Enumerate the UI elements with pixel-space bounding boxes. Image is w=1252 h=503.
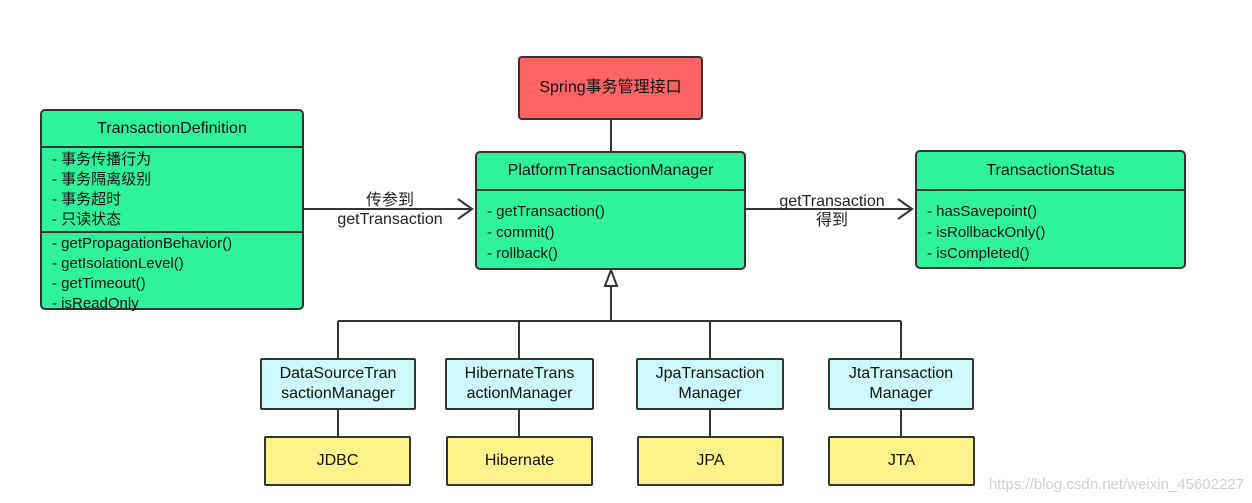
manager-method: - getTransaction() xyxy=(487,203,605,220)
definition-attribute: - 只读状态 xyxy=(52,211,122,228)
definition-attribute: - 事务传播行为 xyxy=(52,151,152,168)
impl-label-line1: JtaTransaction xyxy=(848,365,954,382)
status-method: - isCompleted() xyxy=(927,245,1030,262)
definition-method: - isReadOnly xyxy=(52,295,139,312)
edge-label-left-line1: 传参到 xyxy=(365,192,414,209)
spring-interface-label: Spring事务管理接口 xyxy=(539,79,682,96)
edge-label-right-line2: 得到 xyxy=(815,212,848,229)
transaction-definition-methods: - getPropagationBehavior() - getIsolatio… xyxy=(42,233,302,314)
edge-label-right: getTransaction 得到 xyxy=(762,192,902,230)
impl-label-line1: DataSourceTran xyxy=(279,365,397,382)
impl-label-line2: actionManager xyxy=(466,385,573,402)
tech-box-jdbc: JDBC xyxy=(264,436,411,486)
definition-method: - getPropagationBehavior() xyxy=(52,235,233,252)
definition-method: - getTimeout() xyxy=(52,275,146,292)
definition-method: - getIsolationLevel() xyxy=(52,255,184,272)
transaction-status-title-text: TransactionStatus xyxy=(986,162,1115,179)
impl-box-hibernate: HibernateTrans actionManager xyxy=(445,358,594,410)
tech-box-jta: JTA xyxy=(828,436,975,486)
manager-method: - rollback() xyxy=(487,245,558,262)
tech-box-jpa: JPA xyxy=(637,436,784,486)
transaction-status-box: TransactionStatus - hasSavepoint() - isR… xyxy=(915,150,1186,269)
transaction-status-title: TransactionStatus xyxy=(917,152,1184,191)
impl-label-line2: Manager xyxy=(869,385,933,402)
tech-label: JPA xyxy=(696,452,725,469)
platform-transaction-manager-methods: - getTransaction() - commit() - rollback… xyxy=(477,191,744,264)
status-method: - isRollbackOnly() xyxy=(927,224,1046,241)
platform-transaction-manager-title-text: PlatformTransactionManager xyxy=(507,162,714,179)
manager-to-status-arrowhead xyxy=(897,198,914,220)
tech-label: Hibernate xyxy=(484,452,555,469)
transaction-definition-box: TransactionDefinition - 事务传播行为 - 事务隔离级别 … xyxy=(40,109,304,312)
definition-attribute: - 事务超时 xyxy=(52,191,122,208)
impl-label-line1: HibernateTrans xyxy=(464,365,575,382)
tech-label: JTA xyxy=(887,452,916,469)
transaction-definition-title-text: TransactionDefinition xyxy=(97,120,247,137)
transaction-definition-title: TransactionDefinition xyxy=(42,111,302,148)
definition-to-manager-arrowhead xyxy=(457,198,474,220)
transaction-status-methods: - hasSavepoint() - isRollbackOnly() - is… xyxy=(917,191,1184,264)
impl-label-line2: sactionManager xyxy=(281,385,395,402)
impl-label-line2: Manager xyxy=(678,385,742,402)
platform-transaction-manager-title: PlatformTransactionManager xyxy=(477,153,744,191)
edge-label-left-line2: getTransaction xyxy=(337,211,443,228)
inheritance-triangle xyxy=(603,267,619,287)
definition-attribute: - 事务隔离级别 xyxy=(52,171,152,188)
spring-interface-box: Spring事务管理接口 xyxy=(518,56,703,120)
transaction-definition-attributes: - 事务传播行为 - 事务隔离级别 - 事务超时 - 只读状态 xyxy=(42,148,302,233)
tech-box-hibernate: Hibernate xyxy=(446,436,593,486)
impl-label-line1: JpaTransaction xyxy=(655,365,765,382)
platform-transaction-manager-box: PlatformTransactionManager - getTransact… xyxy=(475,151,746,270)
manager-method: - commit() xyxy=(487,224,555,241)
edge-label-left: 传参到 getTransaction xyxy=(320,191,460,229)
edge-label-right-line1: getTransaction xyxy=(779,193,885,210)
tech-label: JDBC xyxy=(316,452,359,469)
status-method: - hasSavepoint() xyxy=(927,203,1038,220)
impl-box-datasource: DataSourceTran sactionManager xyxy=(260,358,416,410)
watermark: https://blog.csdn.net/weixin_45602227 xyxy=(988,476,1244,493)
